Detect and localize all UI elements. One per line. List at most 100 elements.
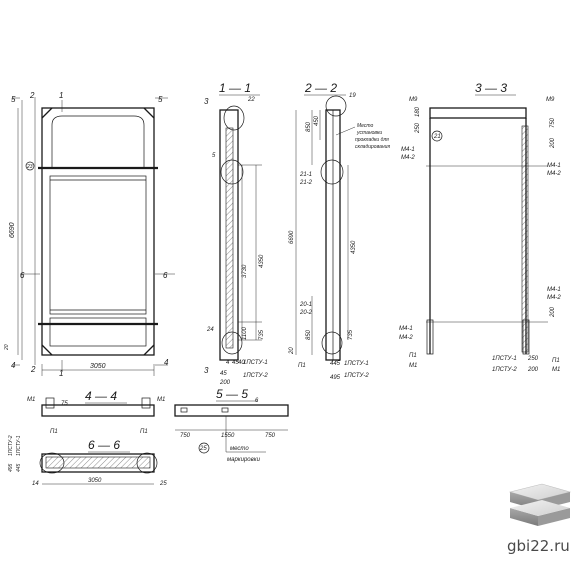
dim-180: 180 <box>415 106 421 117</box>
callout-circle-21 <box>431 130 443 142</box>
section22-pstu1: 1ПСТУ-1 <box>344 361 369 367</box>
label-p1: П1 <box>298 363 306 369</box>
label-m1-left: М1 <box>409 363 417 369</box>
dim-4350-b: 4350 <box>351 240 357 254</box>
note-line-2: установки <box>356 130 382 136</box>
watermark-text: gbi22.ru <box>507 537 570 555</box>
dim-20: 20 <box>289 347 295 355</box>
section11-label-45b: 45 <box>220 371 227 377</box>
label-495: 495 <box>330 375 341 381</box>
dim-450: 450 <box>314 115 320 126</box>
dim-750-b: 750 <box>265 433 276 439</box>
dim-200-b: 200 <box>550 306 556 318</box>
dim-1100: 1100 <box>242 326 248 340</box>
label-m4-2-d: М4-2 <box>399 335 413 341</box>
callout-23: 23 <box>26 164 33 170</box>
detail-circle-21 <box>320 159 344 185</box>
label-m9-left: М9 <box>409 97 418 103</box>
elevation-width-dim: 3050 <box>90 363 106 370</box>
note-line-1: Место <box>357 123 373 129</box>
marker-2-top: 2 <box>29 91 35 100</box>
section-4-4-title: 4 — 4 <box>85 389 117 403</box>
section-4-4: 4 — 4 М1 М1 75 П1 П1 <box>27 389 165 435</box>
section11-pstu1: 1ПСТУ-1 <box>243 360 268 366</box>
marker-1-bottom: 1 <box>59 369 63 378</box>
section-5-5-title: 5 — 5 <box>216 387 248 401</box>
dim-200-a: 200 <box>550 137 556 149</box>
watermark-logo <box>508 483 572 526</box>
section33-pstu2: 1ПСТУ-2 <box>492 367 517 373</box>
section66-445: 445 <box>16 463 22 472</box>
dim-4350: 4350 <box>259 254 265 268</box>
section-2-2: 2 — 2 850 450 6690 4350 850 735 20 19 Ме… <box>289 81 390 381</box>
section11-dim-200: 200 <box>219 380 231 386</box>
marker-5-top: 5 <box>11 95 16 104</box>
callout-5: 5 <box>212 153 216 159</box>
dim-750: 750 <box>550 117 556 128</box>
section22-pstu2: 1ПСТУ-2 <box>344 373 369 379</box>
label-m4-1-c: М4-1 <box>547 287 561 293</box>
section-3-3-title: 3 — 3 <box>475 81 507 95</box>
section11-label-45: 45 <box>232 360 239 366</box>
label-m1-right: М1 <box>552 367 560 373</box>
note-line-4: складирования <box>355 144 390 150</box>
section-1-1-title: 1 — 1 <box>219 81 251 95</box>
marker-6-left: 6 <box>20 271 25 280</box>
elevation-height-dim: 6690 <box>9 222 16 238</box>
dim-735: 735 <box>259 329 265 340</box>
section66-495: 495 <box>8 463 14 472</box>
dim-6690: 6690 <box>289 230 295 244</box>
detail-circle-24 <box>221 331 243 355</box>
label-m4-2-b: М4-2 <box>547 171 561 177</box>
label-20-1: 20-1 <box>299 302 312 308</box>
label-m4-2-c: М4-2 <box>547 295 561 301</box>
panel-outline <box>41 107 155 356</box>
detail-circle-22 <box>223 105 245 131</box>
note-line-3: прокладки для <box>355 137 389 143</box>
callout-24: 24 <box>206 327 214 333</box>
note-mesto: место <box>230 446 249 452</box>
label-25: 25 <box>159 481 167 487</box>
marker-6-right: 6 <box>163 271 168 280</box>
note-markirovki: маркировки <box>227 457 261 463</box>
callout-22: 22 <box>247 97 255 103</box>
label-20-2: 20-2 <box>299 310 313 316</box>
section-6-6: 6 — 6 3050 14 25 495 1ПСТУ-2 445 1ПСТУ-1 <box>8 435 167 487</box>
label-m4-2-a: М4-2 <box>401 155 415 161</box>
dim-1550: 1550 <box>221 433 235 439</box>
label-21-1: 21-1 <box>299 172 312 178</box>
label-75: 75 <box>61 401 68 407</box>
callout-circle-25 <box>198 442 210 454</box>
section-5-5: 5 — 5 6 750 1550 750 25 место маркировки <box>174 387 289 463</box>
callout-25: 25 <box>199 446 207 452</box>
callout-circle-23 <box>25 161 35 171</box>
lower-opening <box>49 317 147 347</box>
dim-3730: 3730 <box>242 264 248 278</box>
marker-1-top: 1 <box>59 91 63 100</box>
label-p1-right: П1 <box>552 358 560 364</box>
section33-dim-200: 200 <box>527 367 539 373</box>
dim-250: 250 <box>415 122 421 134</box>
marker-5-right: 5 <box>158 95 163 104</box>
detail-circle-5 <box>220 159 244 185</box>
dim-850-b: 850 <box>306 329 312 340</box>
detail-circle-left <box>39 452 65 474</box>
section11-pstu2: 1ПСТУ-2 <box>243 373 268 379</box>
section-2-2-title: 2 — 2 <box>304 81 337 95</box>
callout-21: 21 <box>433 134 441 140</box>
marker-4-right: 4 <box>164 358 169 367</box>
section11-marker-3-bottom: 3 <box>204 366 209 375</box>
section-3-3: 3 — 3 21 М9 М9 180 250 750 200 200 М4-1 … <box>399 81 561 373</box>
label-p1-b: П1 <box>140 429 148 435</box>
dim-750-a: 750 <box>180 433 191 439</box>
section66-width: 3050 <box>88 478 102 484</box>
section-6-6-title: 6 — 6 <box>88 438 120 452</box>
label-m4-1-d: М4-1 <box>399 326 413 332</box>
label-m4-1-a: М4-1 <box>401 147 415 153</box>
label-14: 14 <box>32 481 39 487</box>
callout-19: 19 <box>349 93 356 99</box>
label-m9-right: М9 <box>546 97 555 103</box>
label-m1-b: М1 <box>157 397 165 403</box>
label-6: 6 <box>255 398 259 404</box>
